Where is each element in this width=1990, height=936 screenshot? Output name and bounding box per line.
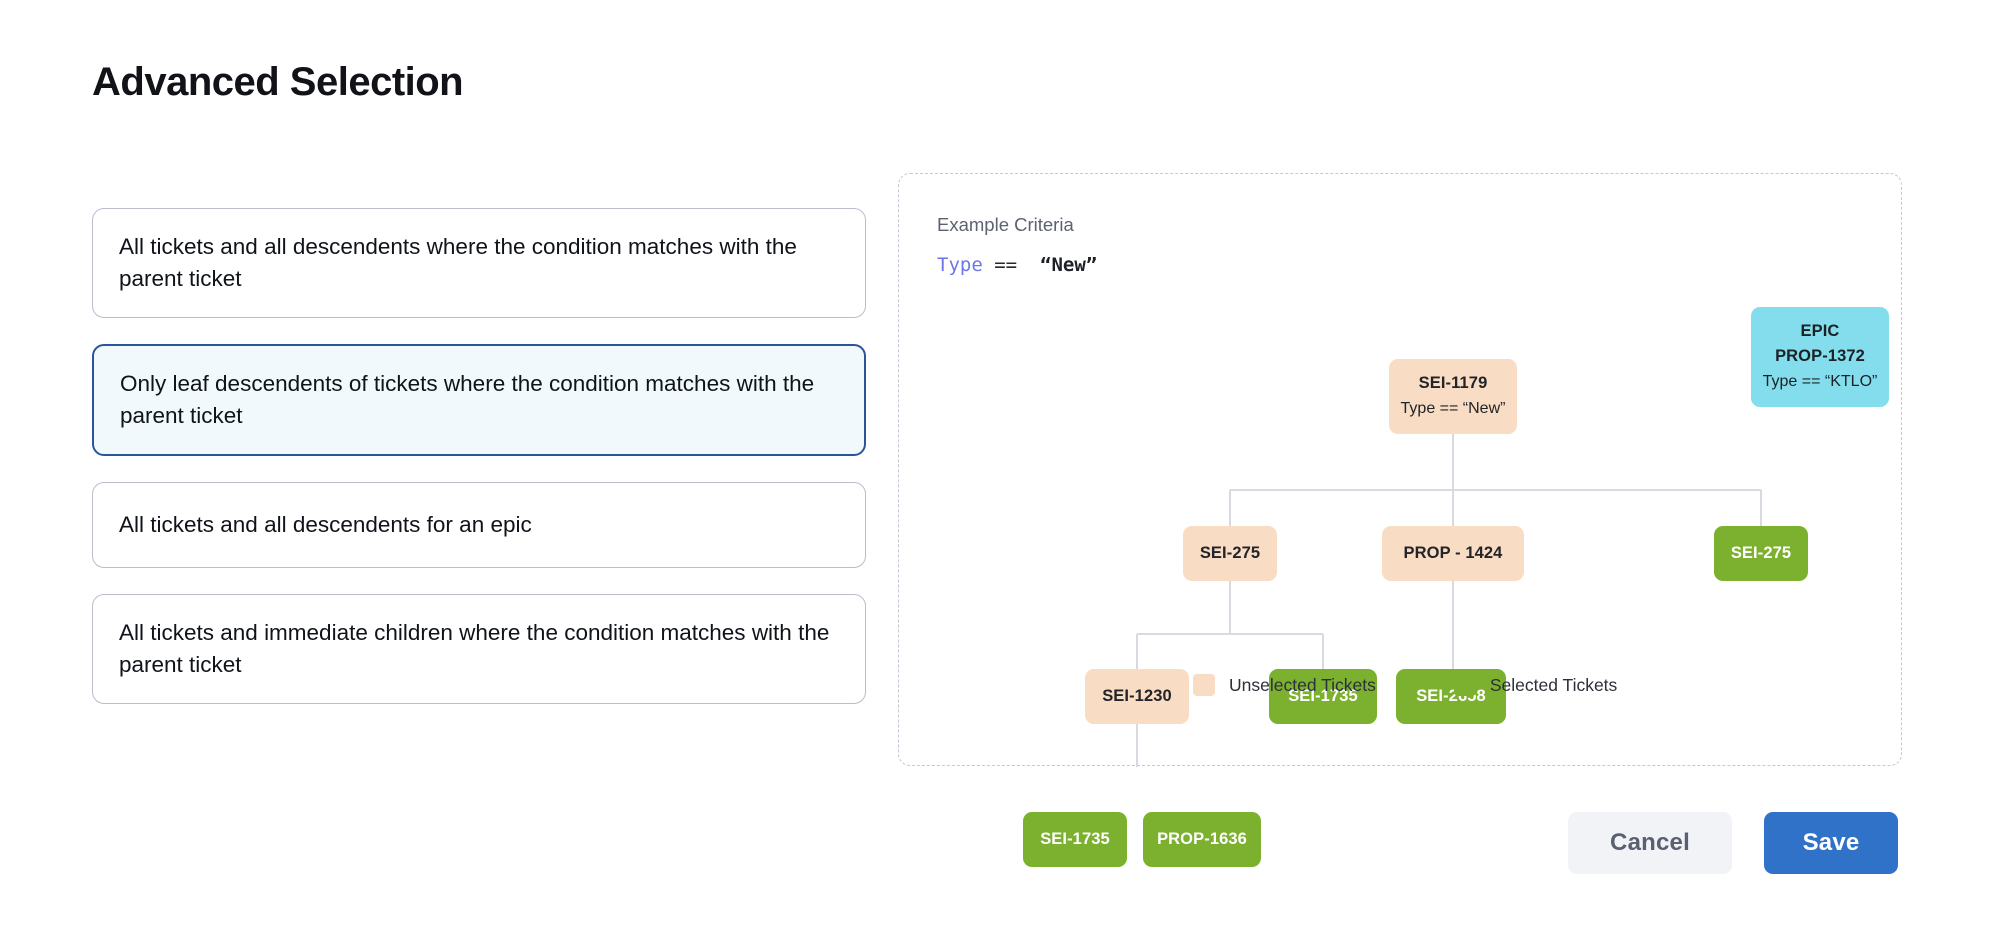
example-diagram-panel: Example Criteria Type == “New” — [898, 173, 1903, 867]
page-title: Advanced Selection — [92, 60, 464, 104]
node-subtitle: Type == “New” — [1400, 400, 1506, 418]
criteria-expression: Type == “New” — [937, 254, 1097, 276]
option-card-immediate-children[interactable]: All tickets and immediate children where… — [92, 593, 866, 704]
legend-swatch-selected-icon — [1453, 674, 1476, 696]
node-title: SEI-1735 — [1040, 830, 1110, 849]
tree-node-sei-275-selected[interactable]: SEI-275 — [1714, 526, 1808, 581]
legend-label: Unselected Tickets — [1229, 674, 1376, 695]
legend-swatch-unselected-icon — [1193, 674, 1215, 696]
tree-node-sei-1179[interactable]: SEI-1179 Type == “New” — [1389, 359, 1517, 434]
tree-node-sei-1735-leaf[interactable]: SEI-1735 — [1023, 812, 1127, 867]
tree-edges — [1136, 434, 1762, 767]
node-title: SEI-275 — [1730, 544, 1792, 563]
tree-node-epic-prop-1372[interactable]: EPIC PROP-1372 Type == “KTLO” — [1751, 307, 1889, 407]
option-card-all-descendents[interactable]: All tickets and all descendents where th… — [92, 208, 866, 318]
selection-options-list: All tickets and all descendents where th… — [92, 208, 866, 730]
option-label: Only leaf descendents of tickets where t… — [120, 370, 815, 428]
node-key: PROP-1372 — [1775, 347, 1865, 366]
node-title: EPIC — [1800, 322, 1840, 341]
node-title: SEI-275 — [1199, 544, 1261, 563]
node-title: PROP-1636 — [1157, 830, 1247, 849]
tree-node-prop-1636[interactable]: PROP-1636 — [1143, 812, 1261, 867]
legend-item-unselected: Unselected Tickets — [1193, 674, 1376, 696]
criteria-value: “New” — [1040, 254, 1098, 276]
tree-node-sei-1735-mid[interactable]: SEI-1735 — [1269, 669, 1377, 724]
option-label: All tickets and all descendents for an e… — [119, 511, 532, 537]
footer-actions: Cancel Save — [1568, 812, 1898, 874]
node-title: SEI-1230 — [1102, 687, 1172, 706]
tree-node-sei-1230[interactable]: SEI-1230 — [1085, 669, 1189, 724]
option-card-epic-descendents[interactable]: All tickets and all descendents for an e… — [92, 481, 866, 568]
tree-node-prop-1424[interactable]: PROP - 1424 — [1382, 526, 1524, 581]
node-title: SEI-1735 — [1288, 687, 1358, 706]
node-title: PROP - 1424 — [1403, 544, 1503, 563]
criteria-block: Example Criteria Type == “New” — [937, 214, 1097, 276]
node-subtitle: Type == “KTLO” — [1762, 372, 1878, 390]
ticket-tree: SEI-1179 Type == “New” EPIC PROP-1372 Ty… — [899, 174, 1903, 867]
legend-label: Selected Tickets — [1489, 674, 1618, 695]
option-label: All tickets and all descendents where th… — [119, 234, 797, 291]
legend-item-selected: Selected Tickets — [1453, 674, 1618, 696]
diagram-legend: Unselected Tickets Selected Tickets — [1193, 674, 1617, 696]
save-button[interactable]: Save — [1764, 812, 1898, 874]
criteria-title: Example Criteria — [937, 214, 1074, 235]
cancel-button[interactable]: Cancel — [1568, 812, 1732, 874]
option-card-leaf-descendents[interactable]: Only leaf descendents of tickets where t… — [92, 343, 866, 456]
tree-node-sei-2658[interactable]: SEI-2658 — [1396, 669, 1506, 724]
option-label: All tickets and immediate children where… — [119, 619, 830, 677]
criteria-operator: == — [994, 254, 1018, 276]
criteria-field: Type — [937, 254, 983, 276]
tree-node-sei-275-unselected[interactable]: SEI-275 — [1183, 526, 1277, 581]
node-title: SEI-1179 — [1418, 374, 1488, 393]
